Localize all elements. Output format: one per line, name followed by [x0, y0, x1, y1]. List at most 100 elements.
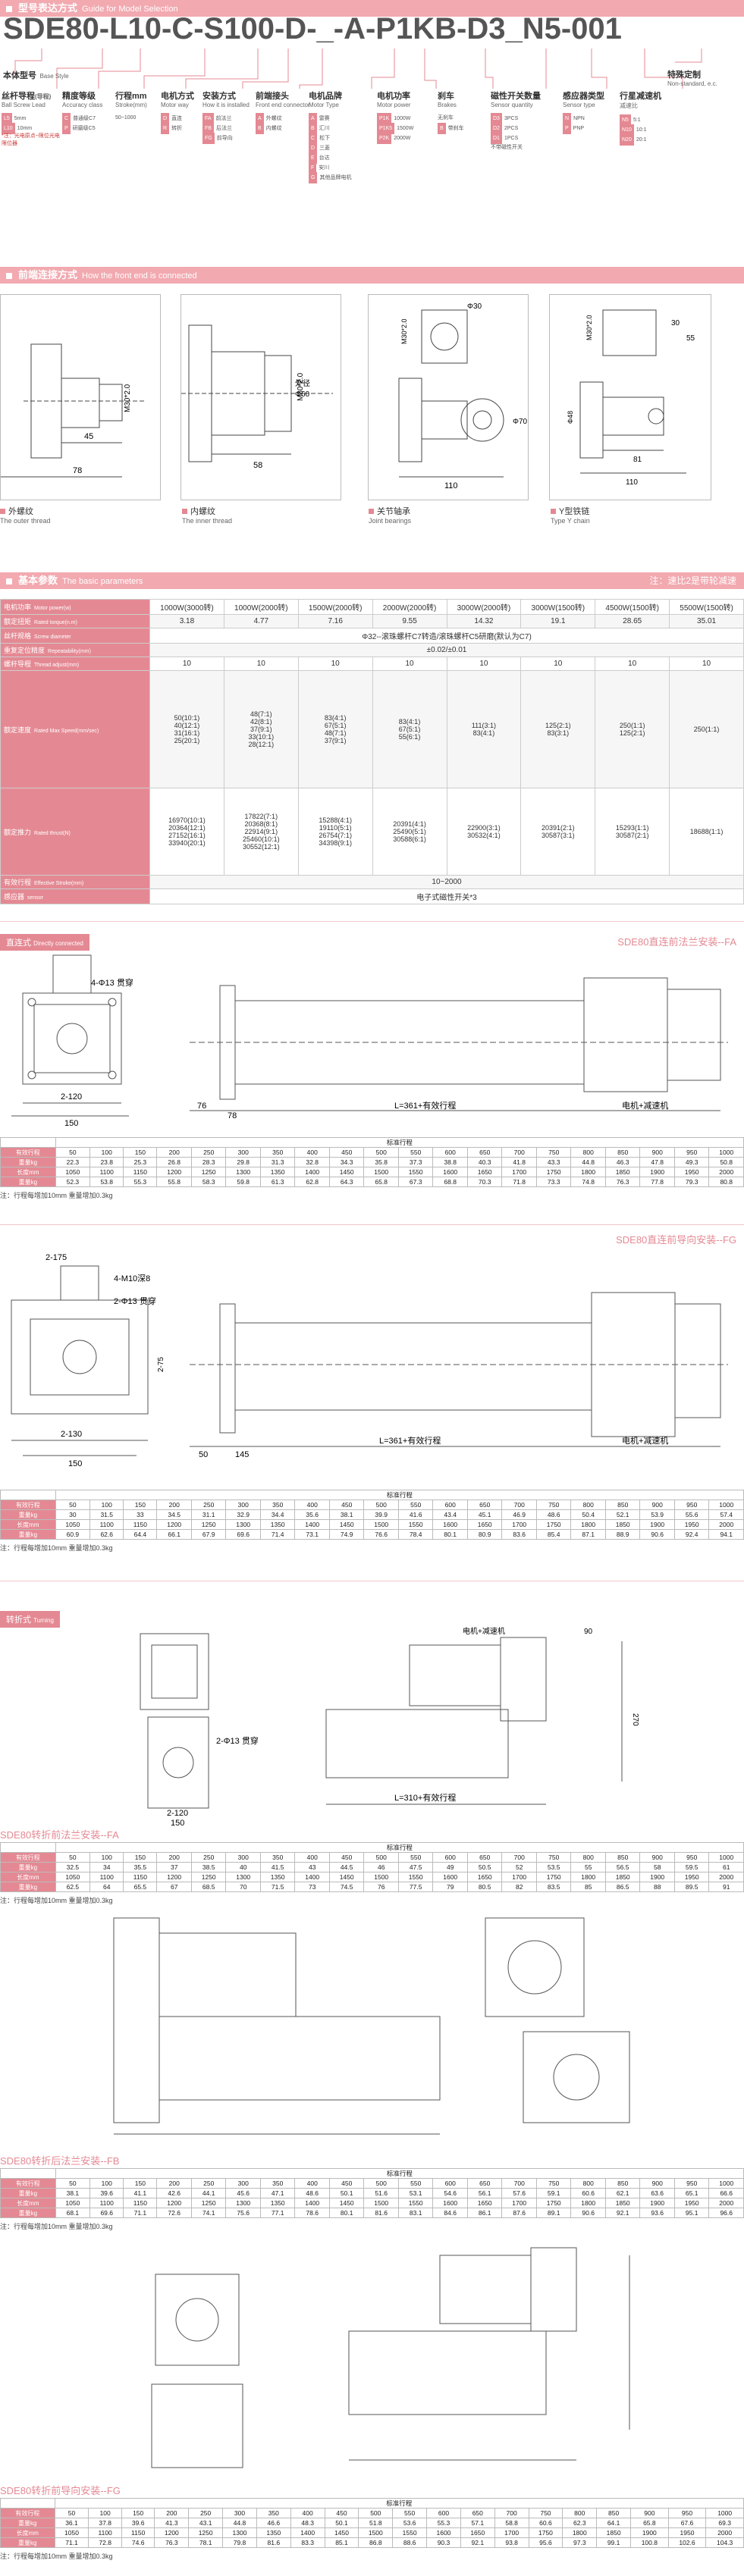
stroke-cell: 700: [494, 2508, 529, 2518]
params-cell: 28.65: [595, 614, 670, 628]
params-cell: 15288(4:1) 19110(5:1) 26754(7:1) 34398(9…: [297, 788, 373, 876]
length-cell: 1200: [154, 2527, 190, 2538]
weight-cell: 65.8: [630, 2518, 669, 2528]
dim-holes: 2-Φ13 贯穿: [114, 1296, 156, 1306]
weight-cell: 39.9: [363, 1509, 399, 1520]
weight-cell: 57.4: [708, 1509, 744, 1520]
stroke-cell: 50: [55, 1147, 91, 1158]
weight-cell: 87.1: [570, 1529, 606, 1540]
option-code: D1: [491, 133, 502, 144]
option-label: 安川: [319, 165, 330, 171]
params-cell: 1000W(3000转): [149, 599, 224, 615]
weight-cell: 68.1: [55, 2208, 91, 2218]
weight-cell: 85: [570, 1882, 606, 1892]
params-cell: 22900(3:1) 30532(4:1): [446, 788, 522, 876]
params-cell: 5500W(1500转): [669, 599, 744, 615]
weight-cell: 83.3: [290, 2537, 325, 2548]
row-label-en: sensor: [27, 895, 44, 901]
option-code: R: [161, 123, 170, 134]
row-label-cn: 感应器: [4, 893, 25, 901]
row-header: 长度mm: [0, 1167, 56, 1177]
stroke-cell: 700: [501, 2178, 537, 2189]
weight-cell: 59.8: [225, 1177, 261, 1187]
length-cell: 1100: [89, 1519, 124, 1530]
length-cell: 1800: [570, 1167, 606, 1177]
dim-thread: M30*2.0: [124, 384, 132, 412]
stroke-cell: 550: [397, 1852, 434, 1863]
blank-cell: [0, 2168, 56, 2179]
weight-cell: 25.3: [123, 1157, 158, 1167]
option-label: 汇川: [319, 126, 330, 131]
option-label: 3PCS: [504, 116, 519, 121]
weight-cell: 83.1: [397, 2208, 434, 2218]
weight-cell: 55.6: [673, 1509, 710, 1520]
params-cell: 35.01: [669, 614, 744, 628]
length-cell: 1250: [190, 1167, 227, 1177]
square-icon: [6, 578, 12, 584]
option-code: FB: [202, 123, 214, 134]
row-header: 重量kg: [0, 1862, 56, 1872]
stroke-cell: 200: [156, 1500, 192, 1510]
weight-cell: 41.3: [154, 2518, 190, 2528]
row-header: 长度mm: [0, 1519, 56, 1530]
dim-2-75: 2-75: [157, 1357, 165, 1372]
selector-subtitle: Front end connector: [256, 102, 310, 108]
weight-cell: 31.5: [89, 1509, 124, 1520]
weight-cell: 38.1: [328, 1509, 365, 1520]
option-code: G: [309, 172, 318, 183]
params-cell: 10: [446, 657, 522, 671]
weight-cell: 56.1: [466, 2188, 503, 2198]
length-cell: 1800: [570, 1872, 606, 1882]
weight-cell: 73: [294, 1882, 330, 1892]
weight-cell: 45.6: [225, 2188, 261, 2198]
length-cell: 1050: [54, 2527, 89, 2538]
weight-cell: 95.1: [673, 2208, 710, 2218]
option-label: 松下: [319, 136, 331, 141]
stroke-cell: 950: [673, 1147, 710, 1158]
weight-cell: 38.1: [55, 2188, 91, 2198]
length-cell: 1400: [294, 1872, 330, 1882]
params-cell: 14.32: [446, 614, 522, 628]
dim-thread: M30*2.0: [585, 315, 593, 340]
weight-cell: 38.8: [432, 1157, 468, 1167]
weight-cell: 67.9: [190, 1529, 227, 1540]
dim-90: 90: [584, 1628, 593, 1636]
params-cell: 9.55: [372, 614, 447, 628]
params-cell: 10: [520, 657, 596, 671]
length-cell: 1500: [358, 2527, 394, 2538]
params-cell: 111(3:1) 83(4:1): [446, 670, 522, 788]
weight-cell: 88.6: [392, 2537, 428, 2548]
stroke-cell: 800: [570, 1147, 606, 1158]
option-label: 2PCS: [504, 126, 519, 131]
weight-cell: 64.1: [596, 2518, 632, 2528]
special-custom-label: 特殊定制 Non-standard, e.c.: [667, 71, 717, 87]
weight-cell: 92.1: [604, 2208, 641, 2218]
stroke-cell: 200: [156, 1852, 192, 1863]
length-cell: 1900: [639, 2198, 675, 2208]
weight-cell: 96.6: [708, 2208, 744, 2218]
selector-title: 行星减速机: [620, 92, 661, 101]
option-label: 10:1: [636, 127, 647, 133]
dim-81: 81: [633, 456, 642, 464]
weight-cell: 52.1: [604, 1509, 641, 1520]
weight-cell: 68.8: [432, 1177, 468, 1187]
selector-title: 前端接头: [256, 92, 289, 101]
weight-cell: 64.4: [123, 1529, 158, 1540]
stroke-cell: 800: [570, 2178, 606, 2189]
weight-cell: 43.3: [535, 1157, 572, 1167]
stroke-note: 注：行程每增加10mm 重量增加0.3kg: [0, 1544, 113, 1552]
params-cell: 2000W(2000转): [372, 599, 447, 615]
